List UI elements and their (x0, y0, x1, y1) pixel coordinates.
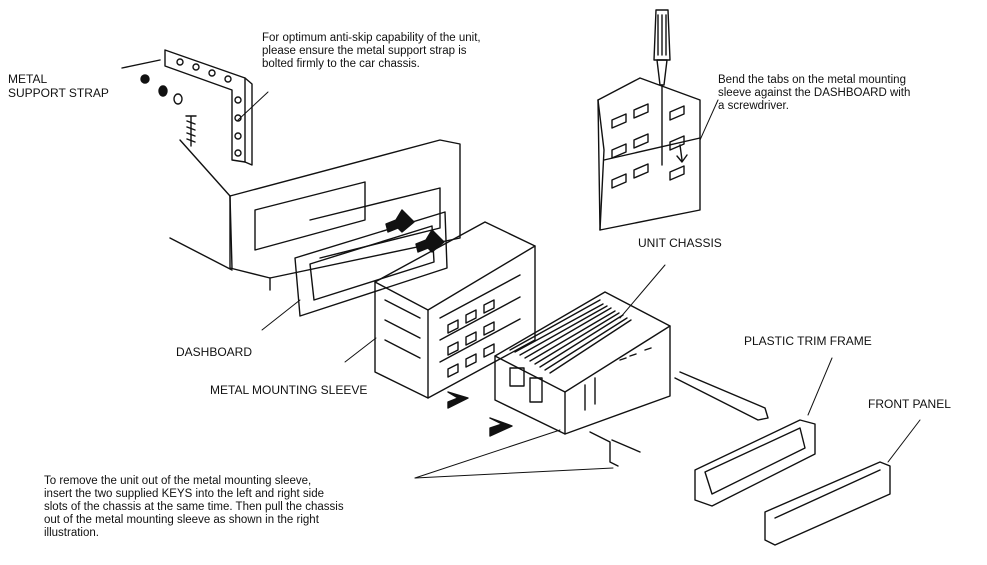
removal-keys-art (589, 371, 769, 467)
leader-lines (237, 91, 921, 479)
front-panel-art (764, 461, 891, 546)
dashboard-label: DASHBOARD (176, 345, 253, 359)
plastic-trim-frame-label: PLASTIC TRIM FRAME (744, 334, 872, 348)
unit-chassis-art (494, 291, 671, 435)
insertion-arrows (385, 209, 513, 437)
front-panel-label: FRONT PANEL (868, 397, 951, 411)
metal-support-strap-label: METAL SUPPORT STRAP (8, 72, 109, 100)
dashboard-art (169, 139, 461, 291)
bend-tabs-note: Bend the tabs on the metal mounting slee… (718, 74, 911, 112)
metal-mounting-sleeve-art (374, 221, 536, 399)
dashboard-frame-art (294, 211, 448, 317)
bolt-hardware-art (140, 74, 197, 147)
screwdriver-detail-art (597, 9, 701, 231)
unit-chassis-label: UNIT CHASSIS (638, 236, 722, 250)
plastic-trim-frame-art (694, 419, 816, 507)
metal-support-strap-art (121, 49, 253, 166)
remove-unit-note: To remove the unit out of the metal moun… (44, 475, 344, 539)
metal-mounting-sleeve-label: METAL MOUNTING SLEEVE (210, 383, 368, 397)
anti-skip-note: For optimum anti-skip capability of the … (262, 32, 481, 70)
